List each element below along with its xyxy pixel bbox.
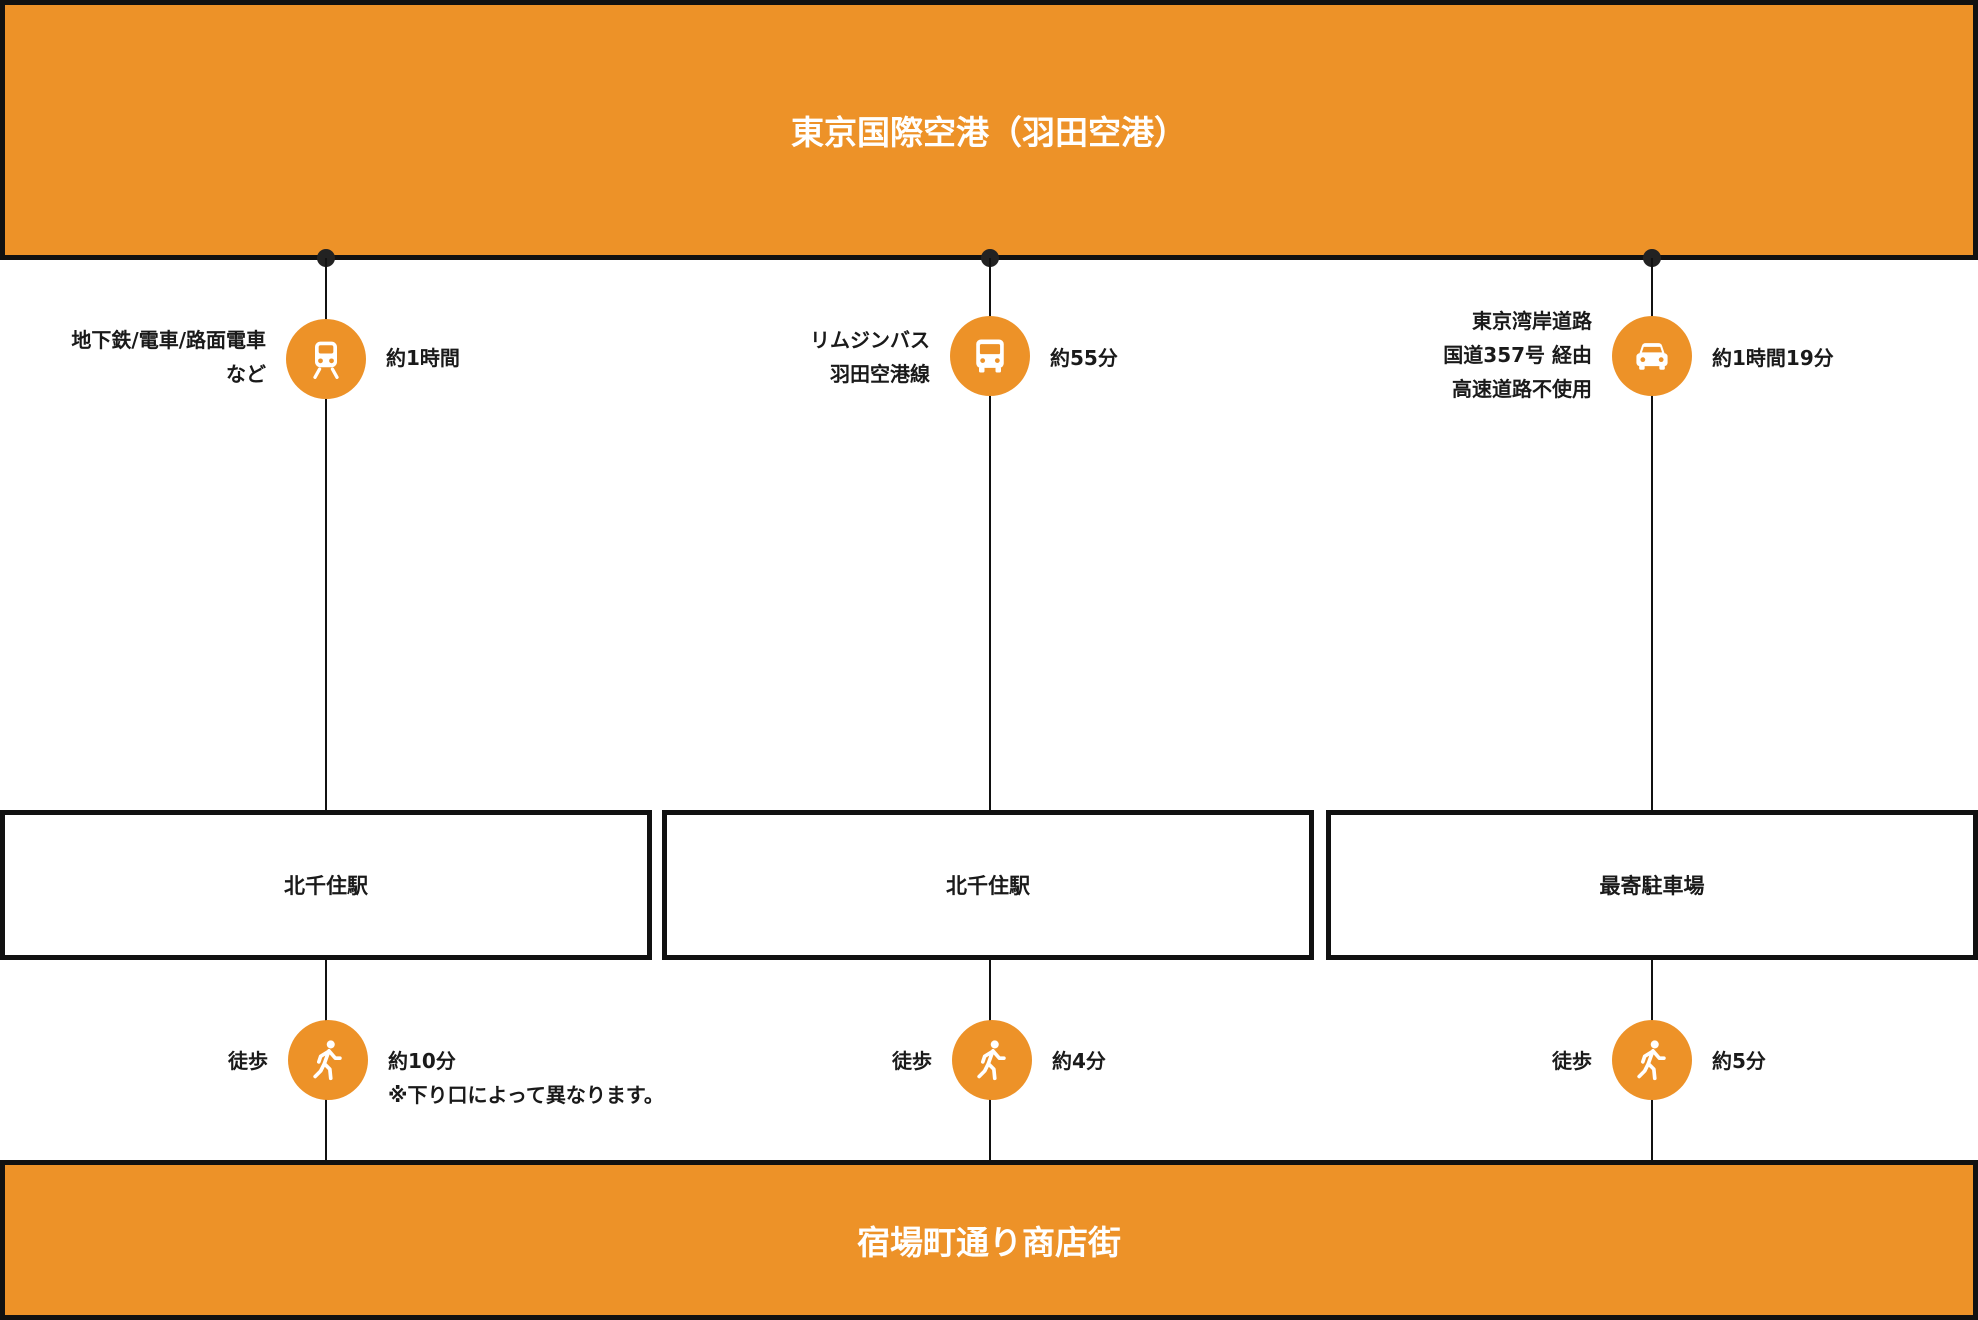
- route-2-walk-text: 徒歩: [892, 1049, 932, 1073]
- route-3-walk-time: 約5分: [1712, 1044, 1766, 1078]
- route-1-mode-label: 地下鉄/電車/路面電車 など: [71, 323, 266, 391]
- route-1-walk-label: 徒歩: [228, 1044, 268, 1078]
- route-1-walk-text: 徒歩: [228, 1049, 268, 1073]
- route-3-walk-label: 徒歩: [1552, 1044, 1592, 1078]
- route-2-mode-label: リムジンバス 羽田空港線: [810, 323, 930, 391]
- route-1-line-top: [325, 258, 327, 811]
- route-1-mode-line-1: 地下鉄/電車/路面電車: [71, 328, 266, 352]
- walking-person-icon: [977, 1040, 1006, 1081]
- route-1-mode-line-2: など: [226, 362, 266, 386]
- train-icon: [313, 341, 339, 379]
- route-3-mode-circle: [1612, 316, 1692, 396]
- route-3-walk-time-1: 約5分: [1712, 1049, 1766, 1073]
- route-2-station-label: 北千住駅: [946, 874, 1030, 898]
- bus-icon: [976, 339, 1004, 373]
- walking-person-icon: [313, 1040, 342, 1081]
- route-3-mode-time-1: 約1時間19分: [1712, 346, 1834, 370]
- route-1-mode-circle: [286, 319, 366, 399]
- route-2-mode-circle: [950, 316, 1030, 396]
- car-icon: [1636, 343, 1668, 370]
- route-2-walk-label: 徒歩: [892, 1044, 932, 1078]
- route-3-mode-line-2: 国道357号 経由: [1443, 343, 1592, 367]
- route-3-walk-text: 徒歩: [1552, 1049, 1592, 1073]
- origin-label: 東京国際空港（羽田空港）: [791, 113, 1187, 152]
- walking-person-icon: [1637, 1040, 1666, 1081]
- route-2-walk-time-1: 約4分: [1052, 1049, 1106, 1073]
- route-3-walk-circle: [1612, 1020, 1692, 1100]
- route-2-mode-time-1: 約55分: [1050, 346, 1118, 370]
- route-1-walk-note: ※下り口によって異なります。: [388, 1083, 664, 1107]
- destination-box: 宿場町通り商店街: [0, 1160, 1978, 1320]
- route-1-station-box: 北千住駅: [0, 810, 652, 960]
- route-3-mode-line-1: 東京湾岸道路: [1472, 309, 1592, 333]
- route-1-station-label: 北千住駅: [284, 874, 368, 898]
- route-3-mode-time: 約1時間19分: [1712, 341, 1834, 375]
- route-3-line-top: [1651, 258, 1653, 811]
- route-2-station-box: 北千住駅: [662, 810, 1314, 960]
- route-1-mode-time: 約1時間: [386, 341, 460, 375]
- route-2-walk-circle: [952, 1020, 1032, 1100]
- route-2-line-top: [989, 258, 991, 811]
- route-2-mode-line-1: リムジンバス: [810, 328, 930, 352]
- route-2-walk-time: 約4分: [1052, 1044, 1106, 1078]
- origin-box: 東京国際空港（羽田空港）: [0, 0, 1978, 260]
- route-3-station-box: 最寄駐車場: [1326, 810, 1978, 960]
- route-1-walk-time-1: 約10分: [388, 1049, 456, 1073]
- route-2-mode-line-2: 羽田空港線: [830, 362, 930, 386]
- route-1-walk-circle: [288, 1020, 368, 1100]
- route-1-walk-time: 約10分 ※下り口によって異なります。: [388, 1044, 664, 1112]
- route-3-mode-label: 東京湾岸道路 国道357号 経由 高速道路不使用: [1443, 304, 1592, 406]
- route-1-mode-time-1: 約1時間: [386, 346, 460, 370]
- route-3-station-label: 最寄駐車場: [1599, 874, 1705, 898]
- destination-label: 宿場町通り商店街: [857, 1223, 1121, 1262]
- route-3-mode-line-3: 高速道路不使用: [1452, 377, 1592, 401]
- route-2-mode-time: 約55分: [1050, 341, 1118, 375]
